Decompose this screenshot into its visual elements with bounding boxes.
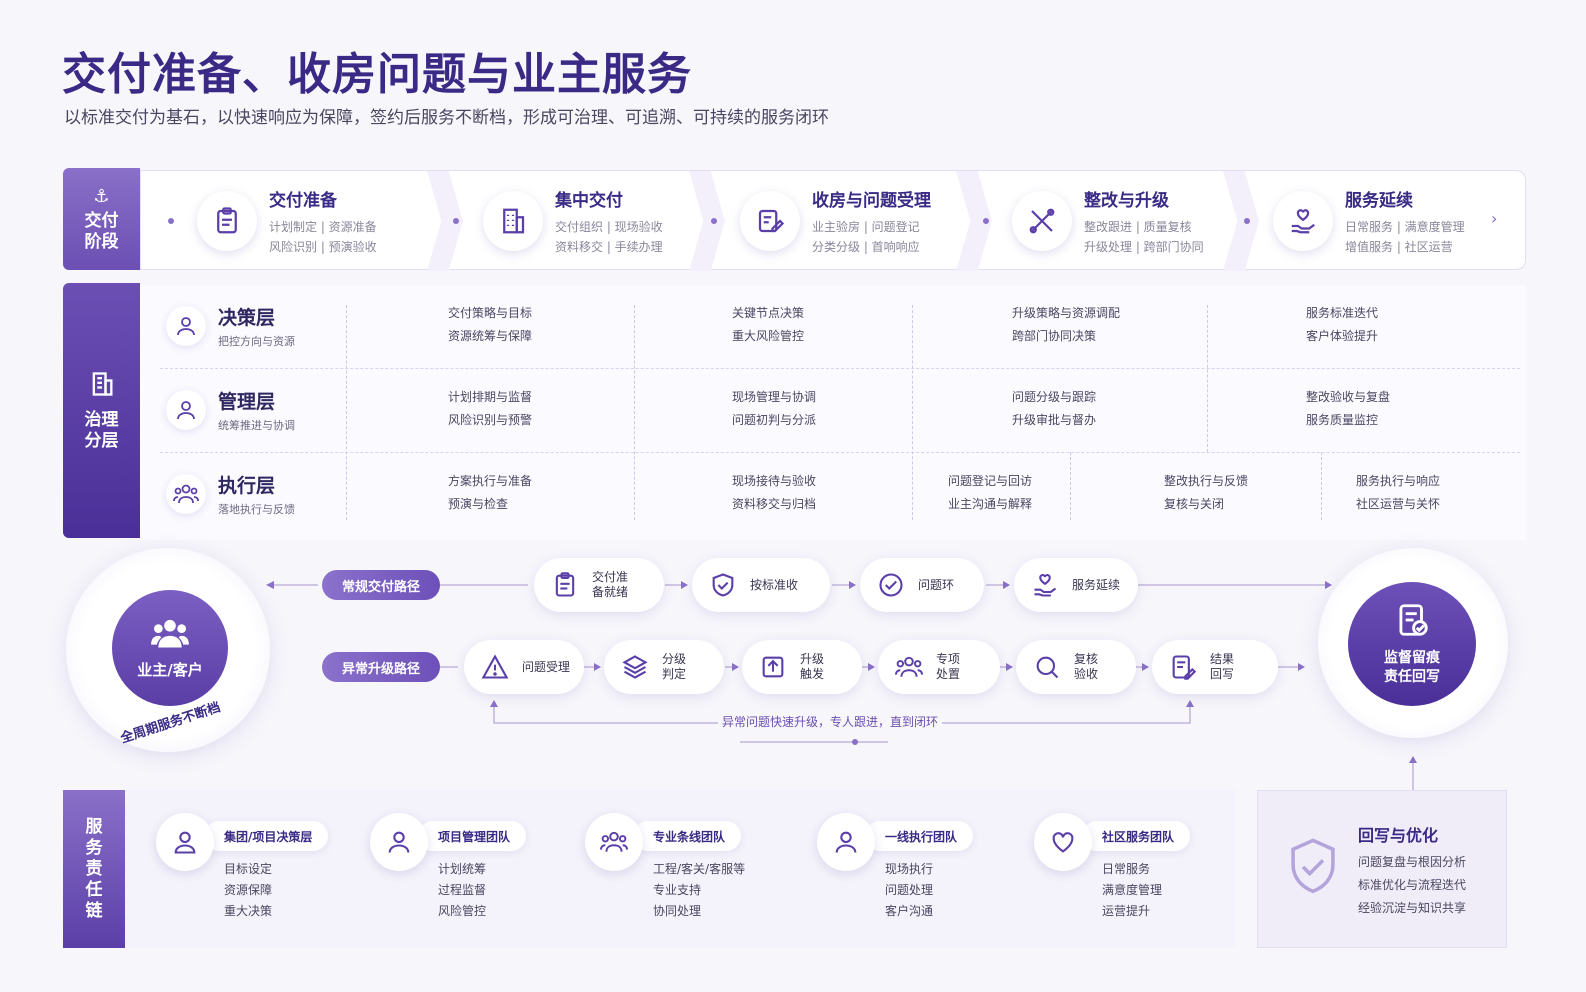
abnormal-node-writeback: 结果回写: [1152, 640, 1278, 694]
person-icon: [166, 390, 206, 430]
layers-icon: [618, 650, 652, 684]
building-icon: [483, 191, 543, 251]
stage-band-label: ⚓ 交付 阶段: [63, 168, 140, 270]
abnormal-node-escalate: 升级触发: [742, 640, 862, 694]
abnormal-path-pill: 异常升级路径: [322, 652, 440, 682]
abnormal-node-handle: 专项处置: [878, 640, 1000, 694]
shield-check-icon: [1286, 836, 1340, 902]
team-icon: [150, 617, 190, 653]
stage-service: 服务延续 日常服务 | 满意度管理 增值服务 | 社区运营: [1273, 171, 1465, 271]
optimize-items: 问题复盘与根因分析 标准优化与流程迭代 经验沉淀与知识共享: [1358, 855, 1467, 915]
person-icon: [156, 813, 214, 871]
loop-caption: 异常问题快速升级，专人跟进，直到闭环: [718, 713, 943, 730]
hand-heart-icon: [1273, 191, 1333, 251]
report-icon: [1166, 650, 1200, 684]
heart-icon: [1034, 813, 1092, 871]
normal-node-accept: 按标准收: [692, 558, 830, 612]
anchor-icon: ⚓: [93, 185, 110, 207]
team-icon: [585, 813, 643, 871]
team-icon: [892, 650, 926, 684]
building-icon: [88, 370, 116, 404]
stage-delivery-prep: 交付准备 计划制定 | 资源准备 风险识别 | 预演验收: [197, 171, 377, 271]
chevron-right-icon: ›: [1491, 209, 1498, 228]
governance-row-management: 管理层统筹推进与协调 计划排期与监督风险识别与预警 现场管理与协调问题初判与分派…: [140, 369, 1526, 453]
team-icon: [166, 474, 206, 514]
governance-row-execution: 执行层落地执行与反馈 方案执行与准备预演与检查 现场接待与验收资料移交与归档 问…: [140, 453, 1526, 537]
search-icon: [1030, 650, 1064, 684]
abnormal-node-accept: 问题受理: [464, 640, 584, 694]
supervision-node: 监督留痕 责任回写: [1348, 582, 1476, 706]
abnormal-node-review: 复核验收: [1016, 640, 1136, 694]
stage-central-delivery: 集中交付 交付组织 | 现场验收 资料移交 | 手续办理: [483, 171, 663, 271]
normal-node-ready: 交付准备就绪: [534, 558, 664, 612]
tools-icon: [1012, 191, 1072, 251]
clipboard-icon: [197, 191, 257, 251]
hand-heart-icon: [1028, 568, 1062, 602]
page-subtitle: 以标准交付为基石，以快速响应为保障，签约后服务不断档，形成可治理、可追溯、可持续…: [64, 108, 829, 128]
shield-check-icon: [706, 568, 740, 602]
governance-grid: 决策层把控方向与资源 交付策略与目标资源统筹与保障 关键节点决策重大风险管控 升…: [140, 285, 1526, 540]
governance-label: 治理 分层: [63, 283, 140, 538]
clipboard-icon: [548, 568, 582, 602]
service-chain-label: 服 务 责 任 链: [63, 790, 125, 948]
optimize-box: [1257, 790, 1507, 948]
stage-band: 交付准备 计划制定 | 资源准备 风险识别 | 预演验收 集中交付 交付组织 |…: [140, 170, 1526, 271]
normal-node-issue: 问题环: [860, 558, 984, 612]
abnormal-node-grade: 分级判定: [604, 640, 724, 694]
document-check-icon: [1393, 601, 1431, 645]
optimize-title: 回写与优化: [1358, 826, 1439, 845]
warning-icon: [478, 650, 512, 684]
person-icon: [370, 813, 428, 871]
person-icon: [166, 306, 206, 346]
governance-row-decision: 决策层把控方向与资源 交付策略与目标资源统筹与保障 关键节点决策重大风险管控 升…: [140, 285, 1526, 369]
normal-path-pill: 常规交付路径: [322, 570, 440, 600]
edit-form-icon: [740, 191, 800, 251]
owner-node: 业主/客户: [112, 590, 228, 706]
normal-node-service: 服务延续: [1014, 558, 1138, 612]
person-icon: [817, 813, 875, 871]
stage-rectify: 整改与升级 整改跟进 | 质量复核 升级处理 | 跨部门协同: [1012, 171, 1204, 271]
stage-acceptance: 收房与问题受理 业主验房 | 问题登记 分类分级 | 首响响应: [740, 171, 931, 271]
upload-icon: [756, 650, 790, 684]
check-circle-icon: [874, 568, 908, 602]
page-title: 交付准备、收房问题与业主服务: [62, 49, 692, 100]
